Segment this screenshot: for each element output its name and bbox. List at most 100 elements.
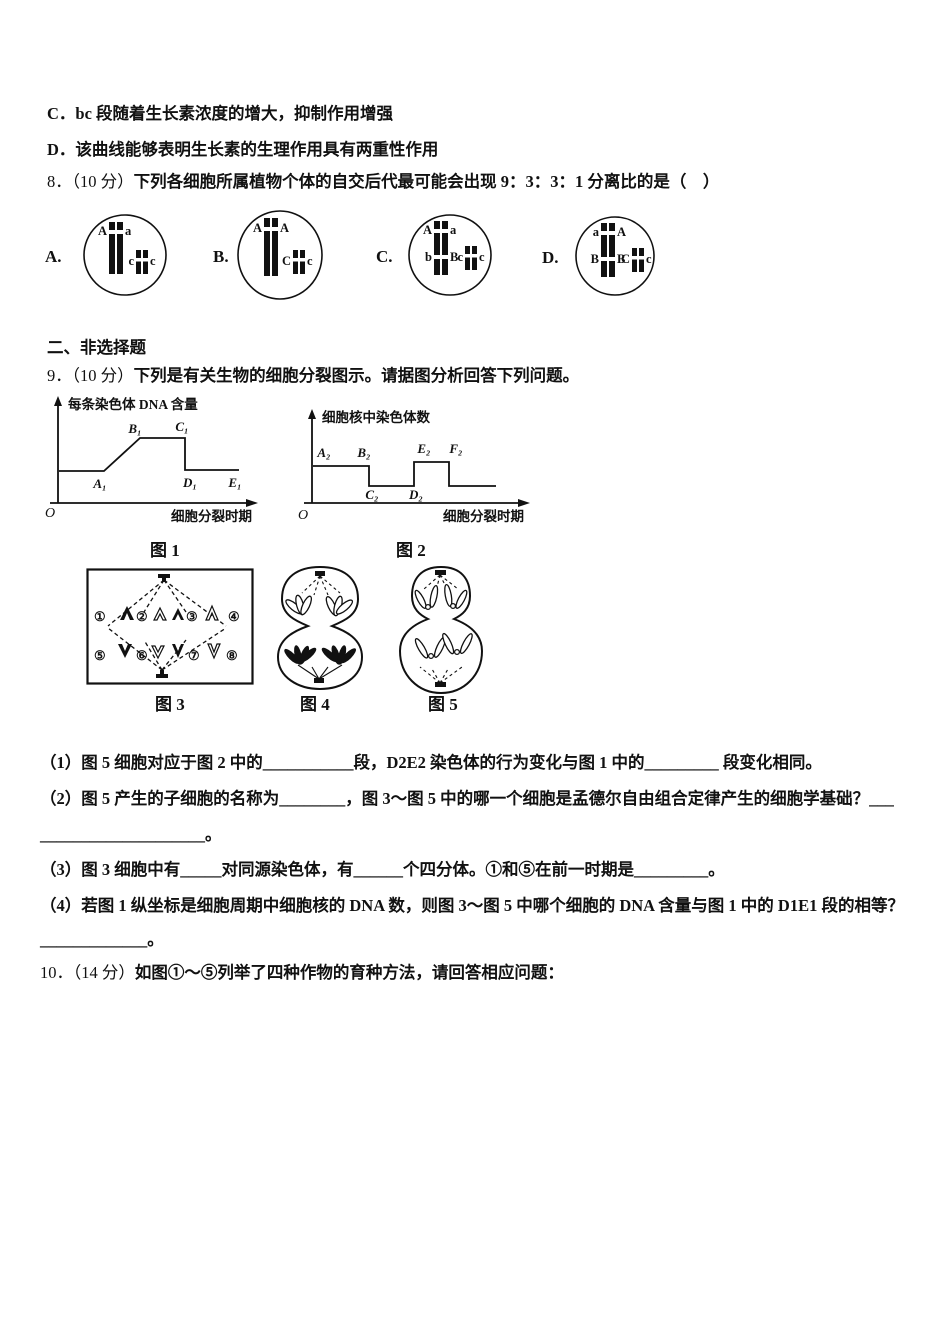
fig1-point-a1: A₁ — [92, 476, 106, 491]
allele-label: c — [150, 254, 156, 268]
tall-chromosome: a A B B — [591, 223, 626, 277]
cell-wall — [86, 568, 254, 685]
fig3-cell-diagram: ① ② ③ ④ ⑤ ⑥ ⑦ ⑧ — [86, 568, 254, 685]
chromosome-cluster-white-right — [325, 595, 354, 617]
allele-label: C — [282, 254, 291, 268]
spindle-pole-top — [435, 570, 446, 575]
option-d-text: 该曲线能够表明生长素的生理作用具有两重性作用 — [75, 140, 439, 159]
q8-cell-letter-a: A. — [45, 247, 62, 266]
fig2-point-d2: D₂ — [408, 487, 423, 502]
q8-cell-diagram-b: A A C c — [237, 210, 323, 300]
cell-membrane — [83, 214, 167, 296]
chromosome-white — [151, 645, 165, 660]
fig1-y-label: 每条染色体 DNA 含量 — [68, 396, 198, 412]
q9-sub4: （4）若图 1 纵坐标是细胞周期中细胞核的 DNA 数，则图 3～图 5 中哪个… — [40, 896, 904, 915]
allele-label: A — [423, 223, 432, 237]
allele-label: B — [617, 252, 625, 266]
fig1-caption: 图 1 — [150, 541, 180, 560]
allele-label: a — [450, 223, 457, 237]
q10-number: 10． — [40, 963, 73, 982]
cell-membrane — [408, 214, 492, 296]
allele-label: c — [479, 250, 485, 264]
allele-label: c — [457, 250, 463, 264]
fig1-point-b1: B₁ — [127, 421, 141, 436]
fig2-point-b2: B₂ — [356, 445, 370, 460]
q9-sub4-blank-line: _____________。 — [40, 930, 164, 949]
y-axis-arrow — [308, 409, 316, 419]
allele-label: A — [617, 225, 626, 239]
allele-label: a — [125, 224, 132, 238]
allele-label: B — [591, 252, 599, 266]
allele-label: c — [128, 254, 134, 268]
chromosome-number-7: ⑦ — [188, 648, 200, 663]
option-c-text: bc 段随着生长素浓度的增大，抑制作用增强 — [75, 104, 394, 123]
fig1-x-label: 细胞分裂时期 — [171, 508, 252, 524]
allele-label: b — [425, 250, 432, 264]
chromosome-number-2: ② — [136, 609, 148, 624]
spindle-pole-bottom — [435, 682, 446, 687]
fig2-point-c2: C₂ — [365, 487, 378, 502]
short-chromosome: C c — [621, 248, 652, 272]
q9-stem: 下列是有关生物的细胞分裂图示。请据图分析回答下列问题。 — [133, 366, 580, 385]
y-axis-arrow — [54, 396, 62, 406]
option-d-label: D． — [47, 140, 76, 159]
spindle-pole-top — [315, 571, 325, 576]
chromosome-white — [153, 606, 167, 621]
chromosome-number-3: ③ — [186, 609, 198, 624]
fig1-point-d1: D₁ — [182, 475, 197, 490]
chromosome-white — [207, 643, 221, 660]
chromosome-black — [120, 606, 134, 620]
q8-points: （10 分） — [71, 172, 134, 191]
chromosomes-row-1: ① ② ③ ④ — [94, 604, 240, 624]
fig2-graph: 细胞核中染色体数 细胞分裂时期 O A₂ B₂ C₂ D₂ E₂ F₂ — [298, 409, 530, 524]
tall-chromosome: A a — [98, 222, 132, 274]
allele-label: A — [253, 221, 262, 235]
allele-label: c — [307, 254, 313, 268]
spindle-pole-top — [158, 574, 170, 582]
q8-cell-letter-c: C. — [376, 247, 393, 266]
fig1-point-c1: C₁ — [175, 419, 188, 434]
allele-label: A — [98, 224, 107, 238]
fig3-caption: 图 3 — [155, 695, 185, 714]
q8-stem: 下列各细胞所属植物个体的自交后代最可能会出现 9：3：3：1 分离比的是（ ） — [133, 172, 720, 191]
q8-stem-line: 8．（10 分）下列各细胞所属植物个体的自交后代最可能会出现 9：3：3：1 分… — [47, 172, 719, 193]
tall-chromosome: A a b B — [423, 221, 458, 275]
spindle-fibers-bottom — [297, 664, 343, 680]
spindle-pole-bottom — [156, 670, 168, 678]
spindle-pole-bottom — [314, 678, 324, 683]
fig2-point-f2: F₂ — [448, 441, 462, 456]
fig2-origin-label: O — [298, 508, 308, 523]
chromosome-number-5: ⑤ — [94, 648, 106, 663]
chromosome-black — [172, 608, 184, 620]
cell-membrane — [276, 565, 364, 691]
chromosome-number-8: ⑧ — [226, 648, 238, 663]
fig5-cell-diagram — [398, 565, 484, 695]
q8-cell-diagram-d: a A B B C c — [575, 216, 655, 296]
x-axis-arrow — [246, 499, 258, 507]
section-2-title: 二、非选择题 — [47, 338, 146, 357]
fig2-point-e2: E₂ — [416, 441, 430, 456]
chromosome-pair-bottom-right — [442, 632, 473, 656]
fig2-y-label: 细胞核中染色体数 — [322, 409, 430, 425]
short-chromosome: c c — [457, 246, 485, 270]
q8-cell-diagram-a: A a c c — [83, 214, 167, 296]
option-d-line: D．该曲线能够表明生长素的生理作用具有两重性作用 — [47, 140, 438, 161]
fig4-cell-diagram — [276, 565, 364, 691]
chromosome-cluster-white-left — [285, 594, 313, 616]
allele-label: A — [280, 221, 289, 235]
chromosome-black — [118, 644, 132, 658]
fig2-caption: 图 2 — [396, 541, 426, 560]
q9-sub2: （2）图 5 产生的子细胞的名称为________，图 3～图 5 中的哪一个细… — [40, 789, 894, 808]
q9-sub2-blank-line: ____________________。 — [40, 825, 222, 844]
tall-chromosome: A A — [253, 218, 289, 276]
fig2-point-a2: A₂ — [316, 445, 330, 460]
short-chromosome: c c — [128, 250, 156, 274]
chromosome-pair-bottom-left — [414, 636, 446, 660]
fig1-curve — [59, 437, 239, 472]
option-c-line: C．bc 段随着生长素浓度的增大，抑制作用增强 — [47, 104, 393, 125]
q9-sub1: （1）图 5 细胞对应于图 2 中的___________段，D2E2 染色体的… — [40, 753, 822, 772]
allele-label: a — [593, 225, 600, 239]
fig1-graph: 每条染色体 DNA 含量 细胞分裂时期 O A₁ B₁ C₁ D₁ E₁ — [45, 396, 258, 524]
fig1-origin-label: O — [45, 506, 55, 521]
